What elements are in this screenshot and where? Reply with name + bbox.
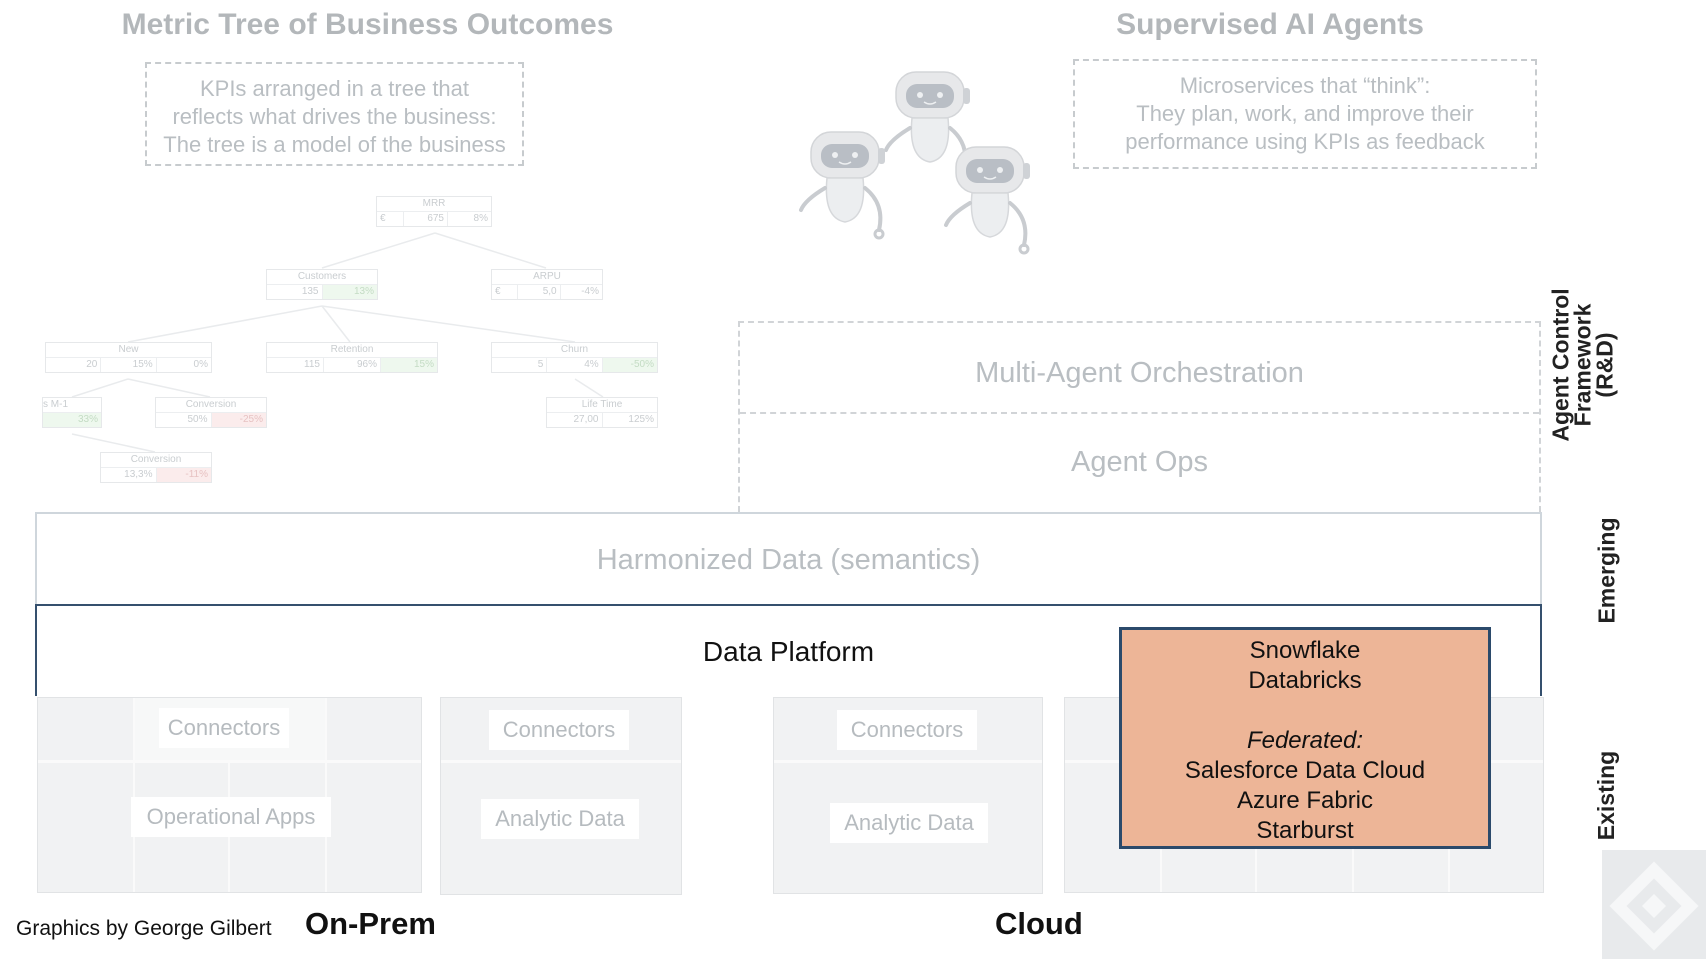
data-platform-label: Data Platform [702,636,875,667]
kpi-name: s M-1 [43,398,101,413]
kpi-name: MRR [377,197,491,212]
kpi-value: 27,00 [547,413,603,427]
watermark-logo [1602,850,1706,959]
agents-title: Supervised AI Agents [1116,8,1424,41]
kpi-value: 675 [404,212,448,226]
side-label-framework: Agent Control Framework (R&D) [1503,285,1663,445]
connectors-chip: Connectors [159,708,289,748]
kpi-value: 96% [324,358,381,372]
cloud-label: Cloud [995,906,1083,941]
kpi-value: 50% [156,413,212,427]
kpi-value: -25% [211,413,266,427]
metric-tree-description: KPIs arranged in a tree that reflects wh… [145,62,524,166]
kpi-name: Conversion [101,453,211,468]
agent-ops-label: Agent Ops [1070,446,1209,478]
kpi-value: 5,0 [518,285,561,299]
kpi-value: 15% [101,358,157,372]
kpi-node-arpu: ARPU €5,0 -4% [491,269,603,300]
metric-tree-desc-line: reflects what drives the business: [172,104,497,129]
vendor-starburst: Starburst [1256,817,1354,844]
agents-desc-line: They plan, work, and improve their [1136,101,1474,126]
analytic-data-chip: Analytic Data [830,803,988,843]
kpi-node-mrr: MRR €675 8% [376,196,492,227]
side-label-line: (R&D) [1592,332,1618,398]
kpi-value: € [377,212,404,226]
kpi-node-lifetime: Life Time 27,00 125% [546,397,658,428]
harmonized-data-layer: Harmonized Data (semantics) [35,512,1542,605]
kpi-name: ARPU [492,270,602,285]
kpi-node-m1: s M-1 33% [42,397,102,428]
kpi-value: -50% [602,358,657,372]
agents-description: Microservices that “think”: They plan, w… [1073,59,1537,169]
kpi-value: 135 [267,285,323,299]
diamond-logo-icon [1609,861,1699,951]
kpi-name: Conversion [156,398,266,413]
kpi-name: Customers [267,270,377,285]
analytic-data-chip: Analytic Data [481,799,639,839]
vendor-salesforce: Salesforce Data Cloud [1184,757,1426,784]
kpi-value: 13,3% [101,468,157,482]
framework-divider [740,412,1539,414]
harmonized-data-label: Harmonized Data (semantics) [596,544,981,576]
metric-tree-desc-line: KPIs arranged in a tree that [199,76,470,101]
vendor-snowflake: Snowflake [1249,637,1361,664]
connectors-chip: Connectors [489,710,629,750]
kpi-value: 4% [547,358,603,372]
kpi-name: Churn [492,343,657,358]
metric-tree-desc-line: The tree is a model of the business [163,132,506,157]
on-prem-operational-panel: Connectors Operational Apps [37,697,422,893]
kpi-value: 115 [267,358,324,372]
on-prem-analytic-panel: Connectors Analytic Data [440,697,682,895]
kpi-value: 125% [628,414,654,425]
operational-apps-chip: Operational Apps [131,797,331,837]
agent-control-framework: Multi-Agent Orchestration Agent Ops [738,321,1541,512]
kpi-value: -11% [156,468,211,482]
kpi-node-conversion-1: Conversion 50%-25% [155,397,267,428]
metric-tree-title: Metric Tree of Business Outcomes [121,8,614,41]
agents-desc-line: Microservices that “think”: [1179,73,1431,98]
kpi-node-conversion-2: Conversion 13,3%-11% [100,452,212,483]
side-label-existing: Existing [1593,750,1620,840]
vendor-databricks: Databricks [1248,667,1362,694]
multi-agent-orchestration-label: Multi-Agent Orchestration [975,357,1304,389]
cloud-analytic-panel: Connectors Analytic Data [773,697,1043,894]
vendor-azure-fabric: Azure Fabric [1236,787,1374,814]
kpi-value: 0% [193,359,208,370]
kpi-name: Retention [267,343,437,358]
kpi-name: Life Time [547,398,657,413]
kpi-value: 5 [492,358,548,372]
connectors-chip: Connectors [837,710,977,750]
kpi-value: -4% [581,286,600,297]
graphics-credit: Graphics by George Gilbert [16,917,272,940]
kpi-value: 15% [381,358,437,372]
vendor-federated-label: Federated: [1246,727,1364,754]
vendor-platforms-box: Snowflake Databricks Federated: Salesfor… [1119,627,1491,849]
kpi-value: 13% [322,285,377,299]
agents-desc-line: performance using KPIs as feedback [1125,129,1485,154]
kpi-value: € [492,285,519,299]
kpi-value: 33% [43,413,101,427]
kpi-name: New [46,343,211,358]
kpi-value: 8% [473,213,488,224]
side-label-emerging: Emerging [1593,516,1620,624]
kpi-value: 20 [46,358,102,372]
robot-agents-illustration [799,70,1032,255]
on-prem-label: On-Prem [305,906,436,941]
metric-tree-links [71,232,604,453]
